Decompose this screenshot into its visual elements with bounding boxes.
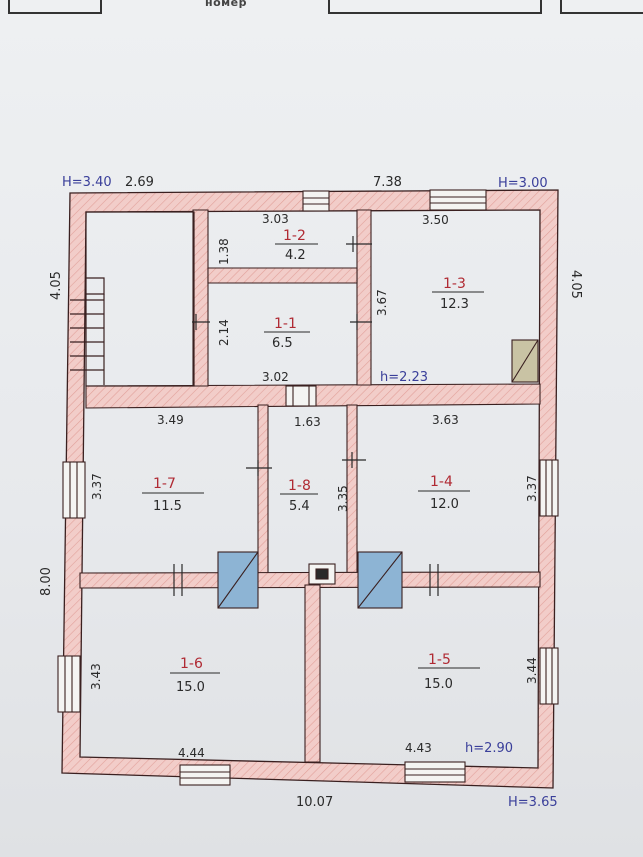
outer-dim-right-top: 4.05 [568,270,583,299]
room-1-6-area: 15.0 [176,680,205,695]
room-1-5-id: 1-5 [428,652,451,668]
room-1-7-area: 11.5 [153,499,182,514]
dim-1-7-h: 3.37 [90,473,104,500]
dim-1-6-h: 3.43 [89,663,103,690]
height-bottom-right: H=3.65 [508,795,558,810]
outer-dim-top-left: 2.69 [125,175,154,190]
room-1-3-id: 1-3 [443,276,466,292]
room-1-3-area: 12.3 [440,297,469,312]
room-1-2-area: 4.2 [285,248,306,263]
dim-1-4-w: 3.63 [432,413,459,427]
dim-1-8-h: 3.35 [336,485,350,512]
room-1-7-id: 1-7 [153,476,176,492]
dim-1-6-w: 4.44 [178,746,205,760]
room-1-1-area: 6.5 [272,336,293,351]
wall-1-2-1-1 [207,267,358,284]
dim-1-5-h: 3.44 [525,657,539,684]
dim-1-3-h: 3.67 [375,289,389,316]
dim-1-1-h: 2.14 [217,319,231,346]
room-1-5-area: 15.0 [424,677,453,692]
stairs [70,211,195,387]
wall-1-1-1-3 [356,209,372,386]
height-top-right: H=3.00 [498,176,548,191]
outer-dim-left-top: 4.05 [49,271,64,300]
outer-dim-top-right: 7.38 [373,175,402,190]
dim-1-3-w: 3.50 [422,213,449,227]
header-label: номер [205,0,247,9]
outer-dim-left: 8.00 [39,567,54,596]
room-1-8-area: 5.4 [289,499,310,514]
height-ceiling-bottom: h=2.90 [465,741,513,756]
outer-dimensions: 2.69 7.38 10.07 4.05 8.00 4.05 [39,175,583,810]
room-1-4-area: 12.0 [430,497,459,512]
height-top-left: H=3.40 [62,175,112,190]
room-1-2-id: 1-2 [283,228,306,244]
header-cell-left [8,0,102,14]
wall-1-8-left [257,404,269,576]
header-cell-middle [328,0,542,14]
windows [57,189,559,786]
dim-1-5-w: 4.43 [405,741,432,755]
room-1-8-id: 1-8 [288,478,311,494]
door-marks [173,236,439,596]
height-marks: H=3.40 H=3.00 H=3.65 h=2.23 h=2.90 [62,175,558,810]
dim-1-2-w: 3.03 [262,212,289,226]
height-ceiling-mid: h=2.23 [380,370,428,385]
room-labels: 1-2 4.2 1-1 6.5 1-3 12.3 1-7 11.5 1-8 5.… [142,228,484,695]
header-cell-right [560,0,643,14]
room-1-4-id: 1-4 [430,474,453,490]
stoves [217,339,539,609]
outer-dim-bottom: 10.07 [296,795,333,810]
dim-1-4-h: 3.37 [525,475,539,502]
wall-1-6-1-5 [304,584,321,763]
wall-stair [192,209,209,387]
room-1-6-id: 1-6 [180,656,203,672]
room-dimensions: 3.03 1.38 3.02 2.14 3.50 3.67 3.49 3.37 … [89,212,539,760]
dim-1-1-w: 3.02 [262,370,289,384]
dim-1-7-w: 3.49 [157,413,184,427]
dim-1-2-h: 1.38 [217,238,231,265]
dim-1-8-w: 1.63 [294,415,321,429]
room-1-1-id: 1-1 [274,316,297,332]
